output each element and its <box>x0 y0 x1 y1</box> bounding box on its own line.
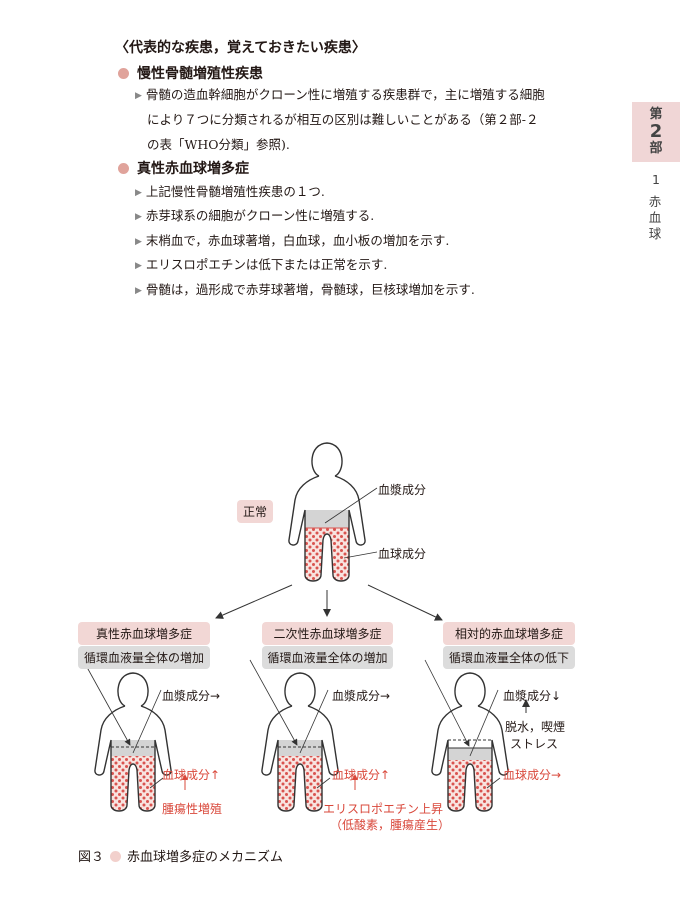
polycythemia-vera-body <box>82 659 172 812</box>
part-suffix: 部 <box>649 141 663 156</box>
section-title: 慢性骨髄増殖性疾患 <box>118 63 263 83</box>
panel-volume: 循環血液量全体の増加 <box>262 646 393 669</box>
arrow-right <box>367 584 443 621</box>
list-item: ▶上記慢性骨髄増殖性疾患の１つ. <box>135 181 325 200</box>
list-item: ▶骨髄は，過形成で赤芽球著増，骨髄球，巨核球増加を示す. <box>135 279 475 298</box>
bullet-dot-icon <box>118 163 129 174</box>
cause-detail: ストレス <box>510 737 559 751</box>
triangle-bullet-icon: ▶ <box>135 188 142 198</box>
arrow-left <box>215 584 293 619</box>
list-item-cont: の表「WHO分類」参照). <box>147 137 290 152</box>
part-tab[interactable]: 第 2 部 <box>632 102 680 162</box>
list-item-text: 末梢血で，赤血球著増，白血球，血小板の増加を示す. <box>145 233 450 248</box>
caption-dot-icon <box>110 851 122 862</box>
relative-polycythemia-body <box>424 659 509 812</box>
panel-volume: 循環血液量全体の増加 <box>78 646 210 669</box>
cause-label: 脱水，喫煙 <box>505 720 566 734</box>
caption-number: 図３ <box>78 850 105 865</box>
cause-label: エリスロポエチン上昇 <box>323 802 444 816</box>
figure-caption: 図３ 赤血球増多症のメカニズム <box>78 846 283 865</box>
panel-title: 二次性赤血球増多症 <box>262 622 393 645</box>
section-heading: 〈代表的な疾患，覚えておきたい疾患〉 <box>115 40 366 56</box>
cells-label: 血球成分↑ <box>332 768 391 782</box>
list-item: ▶赤芽球系の細胞がクローン性に増殖する. <box>135 205 374 224</box>
part-number: 2 <box>649 121 663 142</box>
plasma-label: 血漿成分↓ <box>503 689 562 703</box>
plasma-label: 血漿成分→ <box>332 689 391 703</box>
cells-label: 血球成分→ <box>503 768 562 782</box>
list-item-text: 上記慢性骨髄増殖性疾患の１つ. <box>145 184 325 199</box>
triangle-bullet-icon: ▶ <box>135 237 142 247</box>
normal-body-figure <box>288 442 378 582</box>
list-item: ▶末梢血で，赤血球著増，白血球，血小板の増加を示す. <box>135 230 449 249</box>
section-title: 真性赤血球増多症 <box>118 158 249 178</box>
bullet-dot-icon <box>118 68 129 79</box>
list-item-cont: により７つに分類されるが相互の区別は難しいことがある（第２部-２ <box>147 112 539 127</box>
panel-volume: 循環血液量全体の低下 <box>443 646 575 669</box>
section-title-text: 慢性骨髄増殖性疾患 <box>137 66 263 82</box>
list-item-text: 骨髄は，過形成で赤芽球著増，骨髄球，巨核球増加を示す. <box>145 282 475 297</box>
plasma-label: 血漿成分 <box>378 483 427 497</box>
cause-label: 腫瘍性増殖 <box>162 802 223 816</box>
chapter-number: 1 <box>652 172 660 187</box>
plasma-label: 血漿成分→ <box>162 689 221 703</box>
triangle-bullet-icon: ▶ <box>135 212 142 222</box>
triangle-bullet-icon: ▶ <box>135 286 142 296</box>
panel-title: 相対的赤血球増多症 <box>443 622 575 645</box>
panel-title: 真性赤血球増多症 <box>78 622 210 645</box>
cells-label: 血球成分 <box>378 547 427 561</box>
list-item-text: 赤芽球系の細胞がクローン性に増殖する. <box>145 208 375 223</box>
part-prefix: 第 <box>649 107 663 122</box>
secondary-polycythemia-body <box>249 659 339 812</box>
section-title-text: 真性赤血球増多症 <box>137 161 249 177</box>
list-item-text: エリスロポエチンは低下または正常を示す. <box>145 257 388 272</box>
chapter-title: 赤血球 <box>648 194 662 241</box>
caption-text: 赤血球増多症のメカニズム <box>127 850 284 865</box>
normal-label: 正常 <box>237 500 273 523</box>
cause-detail: （低酸素，腫瘍産生） <box>330 818 451 832</box>
triangle-bullet-icon: ▶ <box>135 261 142 271</box>
list-item: ▶骨髄の造血幹細胞がクローン性に増殖する疾患群で，主に増殖する細胞 <box>135 84 545 103</box>
cells-label: 血球成分↑ <box>162 768 221 782</box>
triangle-bullet-icon: ▶ <box>135 91 142 101</box>
list-item-text: 骨髄の造血幹細胞がクローン性に増殖する疾患群で，主に増殖する細胞 <box>145 87 545 102</box>
list-item: ▶エリスロポエチンは低下または正常を示す. <box>135 254 387 273</box>
